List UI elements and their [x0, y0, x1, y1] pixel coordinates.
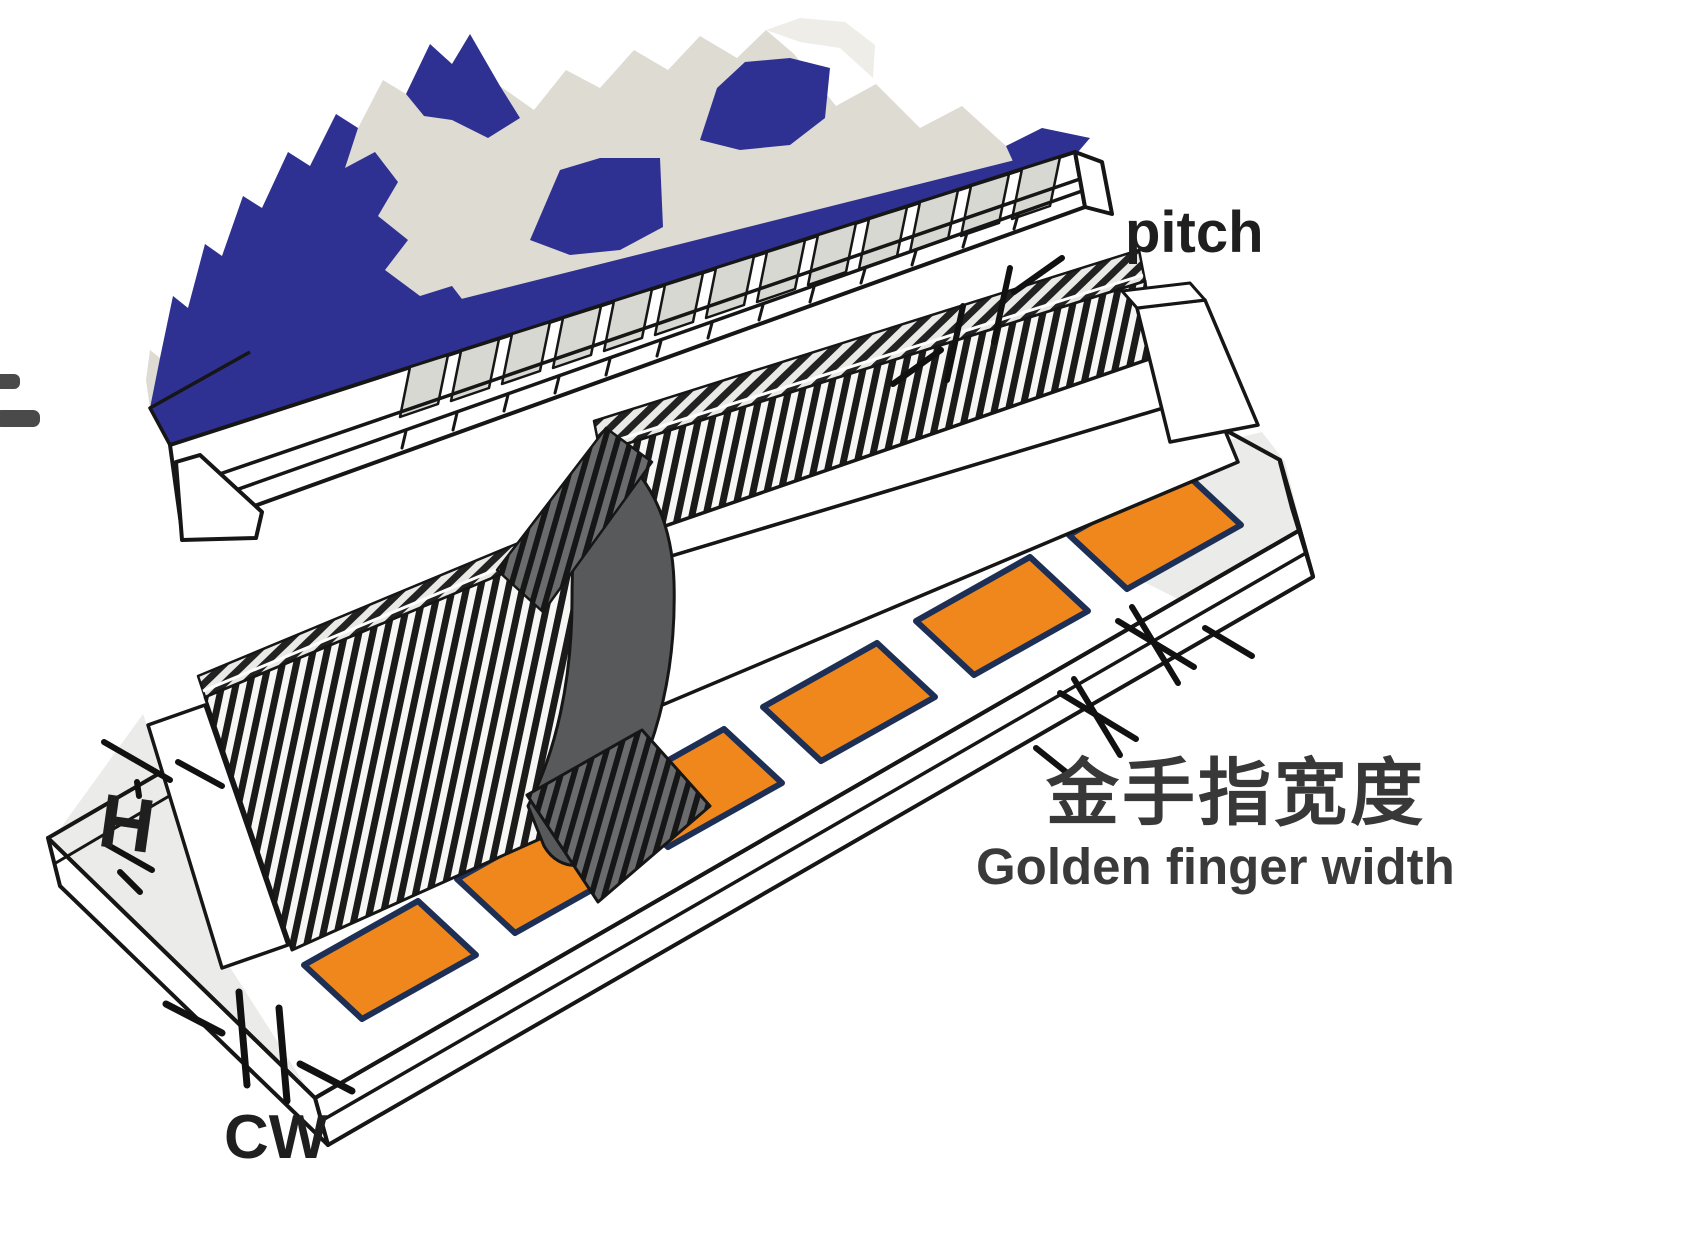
gfw-leader-dash	[1033, 745, 1069, 775]
pcb-left-shadow	[52, 714, 312, 1096]
torn-patch	[530, 158, 663, 255]
zebra-strip-right-section	[592, 248, 1157, 547]
h-dim-dot-top	[134, 779, 142, 799]
torn-patch	[406, 34, 520, 138]
pcb-back-edge-thickness	[53, 790, 177, 866]
glass-torn-curl	[766, 18, 875, 78]
golden-finger-width-dimension	[1033, 604, 1255, 775]
electrode-segment	[602, 287, 654, 353]
golden-finger-pad	[760, 640, 938, 764]
cropped-mark	[0, 410, 40, 427]
gfw-cross-dash-1	[1115, 618, 1197, 670]
glass-step-line-lower	[181, 189, 1083, 511]
pitch-dim-tick-right	[991, 265, 1013, 345]
h-dim-tick-bottom	[103, 841, 155, 873]
cw-dim-tick-right	[275, 1004, 291, 1105]
gfw-outer-dash-right	[1202, 625, 1255, 659]
cropped-mark	[0, 374, 20, 389]
pitch-dim-dash-left	[890, 347, 944, 387]
draped-strip-section	[495, 426, 712, 904]
glass-left-edge	[148, 350, 251, 446]
glass-step-line-upper	[175, 177, 1081, 491]
pitch-label: pitch	[1125, 200, 1264, 265]
lcd-glass-slab	[146, 18, 1114, 542]
conductor-width-dimension	[162, 988, 356, 1105]
electrode-segment	[449, 337, 501, 403]
pcb-front-face-line	[320, 551, 1307, 1123]
golden-finger-width-label-cn: 金手指宽度	[1045, 753, 1426, 834]
zebra-top-highlight	[597, 273, 1144, 448]
h-dim-dash-top	[175, 759, 225, 789]
golden-finger-width-label-en: Golden finger width	[976, 838, 1455, 895]
zebra-strip-left-section	[146, 515, 602, 970]
electrode-segment	[551, 304, 603, 370]
golden-finger-pad	[301, 898, 479, 1022]
drape-foot-on-pads	[525, 728, 712, 904]
cw-dim-dash-right	[296, 1060, 356, 1095]
left-edge-cropped-label	[0, 374, 40, 427]
holder-bar	[573, 281, 1260, 732]
cw-dim-dash-left	[162, 1000, 226, 1037]
glass-lower-band-ticks	[400, 213, 1020, 450]
glass-left-step-tab	[174, 453, 264, 542]
pitch-dim-tick-left	[944, 303, 966, 383]
height-dimension	[101, 739, 225, 895]
h-dim-tick-top	[101, 739, 173, 783]
pcb-back-edge	[46, 764, 174, 840]
conductor-width-label: CW	[224, 1103, 328, 1172]
cw-dim-tick-left	[235, 988, 251, 1089]
electrode-segment	[500, 320, 552, 386]
glass-right-end-face	[1073, 150, 1114, 216]
pitch-dim-dash-right	[1011, 255, 1065, 295]
torn-patch	[700, 58, 830, 150]
strip-right-end-cap-top	[1120, 281, 1207, 310]
polarizer-stripe	[150, 150, 1075, 445]
drape-stripes-upper	[495, 426, 654, 614]
h-dim-dash-bottom	[117, 869, 143, 895]
golden-finger-pad	[913, 554, 1091, 678]
height-label: H	[94, 778, 160, 870]
pcb-top-outline	[46, 412, 1302, 1100]
pitch-dimension	[890, 255, 1065, 387]
golden-finger-pads	[301, 468, 1244, 1022]
strip-left-end-cap	[146, 703, 290, 970]
gfw-cross-dash-2	[1057, 690, 1139, 742]
